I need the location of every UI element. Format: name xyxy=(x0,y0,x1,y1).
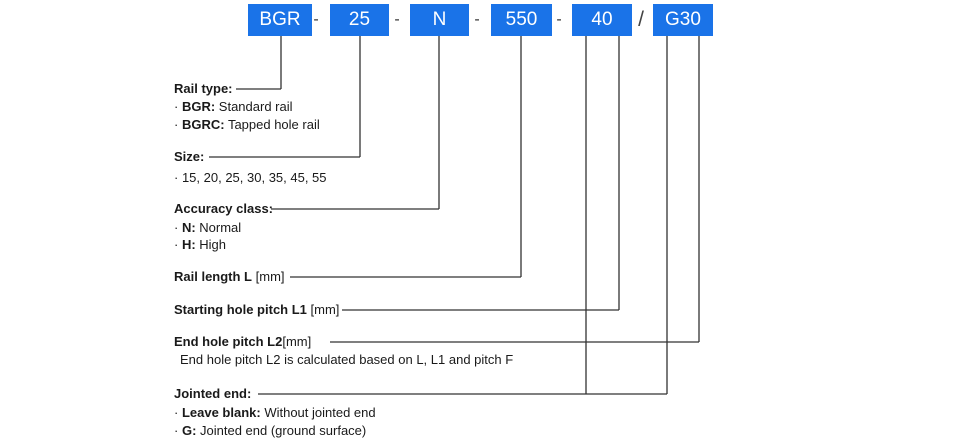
start-pitch-title: Starting hole pitch L1 [mm] xyxy=(174,302,340,317)
size-title: Size: xyxy=(174,149,205,164)
accuracy-title: Accuracy class: xyxy=(174,201,274,216)
code-part-rail-type: BGR xyxy=(248,4,312,36)
code-part-hole-pitch: 40 xyxy=(572,4,632,36)
code-part-accuracy: N xyxy=(410,4,469,36)
code-separator-slash: / xyxy=(638,8,644,31)
code-separator: - xyxy=(313,11,319,28)
accuracy-option: · N: Normal xyxy=(174,220,242,235)
code-separator: - xyxy=(474,11,480,28)
code-part-jointed-end: G30 xyxy=(653,4,713,36)
rail-type-title: Rail type: xyxy=(174,81,233,96)
accuracy-option: · H: High xyxy=(174,237,227,252)
code-part-rail-length: 550 xyxy=(491,4,552,36)
rail-type-option: · BGRC: Tapped hole rail xyxy=(174,117,320,132)
rail-type-option: · BGR: Standard rail xyxy=(174,99,293,114)
jointed-end-title: Jointed end: xyxy=(174,386,252,401)
code-separator: - xyxy=(394,11,400,28)
jointed-end-option: · Leave blank: Without jointed end xyxy=(174,405,376,420)
code-separator: - xyxy=(556,11,562,28)
rail-length-title: Rail length L [mm] xyxy=(174,269,285,284)
size-values: · 15, 20, 25, 30, 35, 45, 55 xyxy=(174,170,327,185)
end-pitch-note: End hole pitch L2 is calculated based on… xyxy=(180,352,514,367)
jointed-end-option: · G: Jointed end (ground surface) xyxy=(174,423,367,438)
code-part-size: 25 xyxy=(330,4,389,36)
end-pitch-title: End hole pitch L2[mm] xyxy=(174,334,312,349)
